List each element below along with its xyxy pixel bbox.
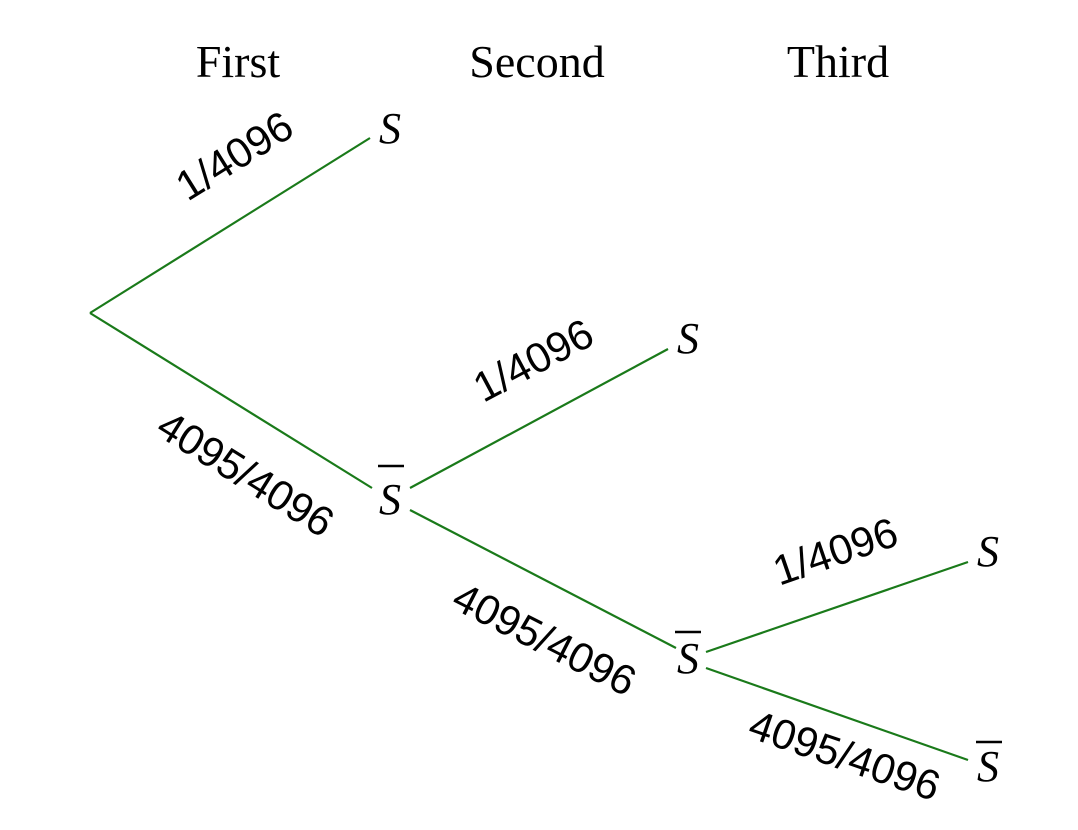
prob-second-failure: 4095/4096 — [445, 573, 643, 705]
branch-third-success — [705, 560, 969, 654]
node-third-failure-label: S — [977, 742, 999, 791]
node-first-failure: S — [378, 464, 404, 524]
node-second-failure: S — [675, 630, 701, 683]
header-second: Second — [469, 36, 604, 87]
prob-third-success: 1/4096 — [767, 508, 904, 594]
node-first-success: S — [379, 104, 401, 153]
branch-second-failure — [409, 509, 677, 649]
branch-first-success — [89, 137, 371, 314]
branch-first-failure — [89, 312, 373, 489]
node-second-success: S — [677, 314, 699, 363]
node-third-success: S — [977, 527, 999, 576]
branch-third-failure — [705, 666, 969, 762]
node-second-failure-label: S — [677, 634, 699, 683]
node-third-failure: S — [976, 740, 1002, 791]
header-third: Third — [787, 36, 889, 87]
branch-second-success — [409, 348, 669, 489]
prob-first-failure: 4095/4096 — [149, 401, 342, 546]
node-first-failure-label: S — [379, 475, 401, 524]
header-first: First — [196, 36, 281, 87]
